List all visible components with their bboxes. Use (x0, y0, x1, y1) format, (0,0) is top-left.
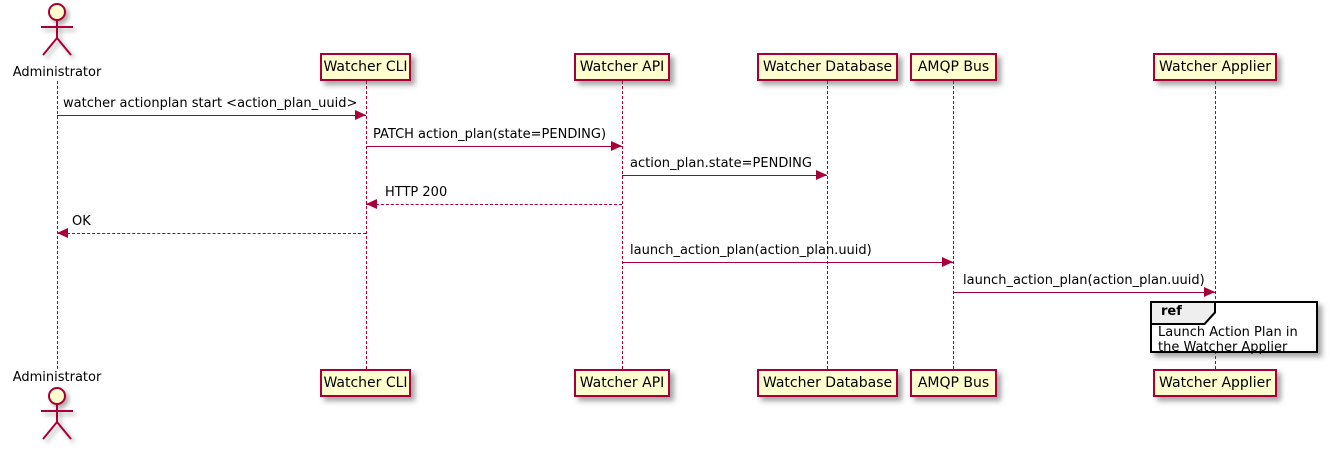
participant-watcher-api: Watcher API (574, 53, 670, 81)
message-label: watcher actionplan start <action_plan_uu… (63, 96, 358, 111)
arrowhead-icon (366, 199, 377, 209)
lifeline-amqp-bus (953, 81, 954, 369)
message-label: launch_action_plan(action_plan.uuid) (630, 243, 872, 258)
actor-label: Administrator (12, 65, 102, 80)
arrowhead-icon (355, 110, 366, 120)
lifeline-watcher-api (622, 81, 623, 369)
participant-watcher-api-bottom: Watcher API (574, 369, 670, 397)
message-line (953, 292, 1215, 293)
lifeline-watcher-cli (366, 81, 367, 369)
participant-watcher-applier-bottom: Watcher Applier (1153, 369, 1277, 397)
ref-fragment: ref Launch Action Plan in the Watcher Ap… (1150, 301, 1318, 355)
ref-text: Launch Action Plan in the Watcher Applie… (1158, 325, 1298, 355)
message-line (622, 175, 827, 176)
message-line (57, 115, 366, 116)
message-label: HTTP 200 (385, 185, 448, 200)
actor-icon (41, 3, 73, 56)
participant-watcher-cli-bottom: Watcher CLI (320, 369, 411, 397)
actor-label-bottom: Administrator (12, 370, 102, 385)
participant-watcher-cli: Watcher CLI (320, 53, 411, 81)
lifeline-watcher-applier (1215, 81, 1216, 369)
message-line (622, 262, 953, 263)
message-label: action_plan.state=PENDING (630, 156, 812, 171)
message-line (57, 233, 366, 234)
participant-watcher-database: Watcher Database (757, 53, 898, 81)
arrowhead-icon (816, 170, 827, 180)
arrowhead-icon (942, 257, 953, 267)
ref-tag-label: ref (1152, 303, 1214, 323)
ref-tag: ref (1152, 303, 1216, 325)
participant-watcher-applier: Watcher Applier (1153, 53, 1277, 81)
lifeline-administrator (57, 81, 58, 369)
participant-amqp-bus-bottom: AMQP Bus (910, 369, 997, 397)
participant-watcher-database-bottom: Watcher Database (757, 369, 898, 397)
message-label: OK (72, 214, 91, 229)
arrowhead-icon (57, 228, 68, 238)
lifeline-watcher-database (827, 81, 828, 369)
message-label: PATCH action_plan(state=PENDING) (373, 127, 607, 142)
message-line (366, 146, 622, 147)
actor-icon (41, 387, 73, 440)
participant-amqp-bus: AMQP Bus (910, 53, 997, 81)
arrowhead-icon (1204, 287, 1215, 297)
message-label: launch_action_plan(action_plan.uuid) (963, 273, 1205, 288)
arrowhead-icon (611, 141, 622, 151)
message-line (366, 204, 622, 205)
